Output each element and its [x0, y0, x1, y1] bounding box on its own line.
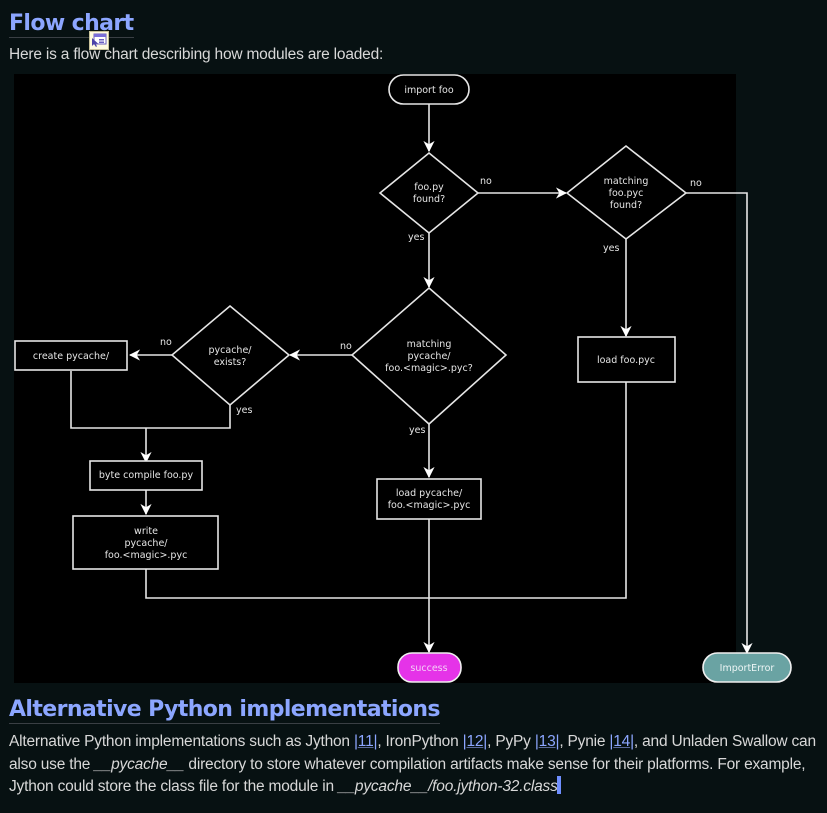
footnote-14-text[interactable]: 14	[613, 733, 631, 750]
label-foopy-1: foo.py	[414, 182, 444, 193]
label-exists-2: exists?	[214, 357, 247, 368]
edge-label-matching-yes: yes	[409, 425, 425, 436]
text-segment: , PyPy	[487, 733, 535, 750]
footnote-11-text[interactable]: 11	[357, 733, 374, 750]
text-selection-caret	[556, 776, 561, 794]
node-write-pycache	[72, 515, 219, 570]
edge-label-exists-yes: yes	[236, 405, 252, 416]
node-pycache-exists	[170, 304, 291, 407]
label-matching-1: matching	[407, 339, 452, 350]
node-success	[397, 652, 462, 683]
node-foopy-found	[378, 151, 480, 235]
drag-cursor-icon	[89, 31, 109, 50]
ref-bar: |	[483, 733, 488, 750]
label-load-pycache-2: foo.<magic>.pyc	[388, 500, 471, 511]
node-matching-pycache	[350, 286, 508, 426]
footnote-link-11[interactable]: 11	[358, 733, 374, 750]
node-load-pycache	[376, 478, 482, 520]
heading-flow-chart[interactable]: Flow chart	[9, 11, 134, 38]
footnote-link-12[interactable]: 12	[466, 733, 483, 750]
text-segment: Alternative Python implementations such …	[9, 733, 354, 750]
pycache-dir-name: __pycache__	[94, 755, 185, 773]
label-byte-compile: byte compile foo.py	[99, 470, 194, 481]
footnote-12-text[interactable]: 12	[466, 733, 484, 750]
label-write-2: pycache/	[125, 538, 169, 549]
label-success: success	[410, 663, 447, 674]
edge-merge	[70, 371, 231, 429]
footnote-link-13[interactable]: 13	[539, 733, 556, 750]
text-segment: , IronPython	[377, 733, 463, 750]
label-import-foo: import foo	[404, 85, 454, 96]
label-foopyc-3: found?	[610, 200, 642, 211]
ref-bar: |	[373, 733, 378, 750]
label-matching-3: foo.<magic>.pyc?	[385, 363, 473, 374]
edge-label-matching-no: no	[340, 341, 352, 352]
ref-bar: |	[630, 733, 634, 750]
node-foopyc-found	[565, 144, 688, 241]
text-segment: directory to store whatever compilation …	[9, 755, 806, 796]
ref-bar: |	[353, 733, 358, 750]
ref-bar: |	[609, 733, 614, 750]
ref-bar: |	[555, 733, 560, 750]
edge-foopyc-no	[686, 192, 753, 655]
footnote-13-text[interactable]: 13	[538, 733, 556, 750]
text-segment: , and Unladen Swallow can also use the	[9, 733, 816, 773]
edge-write-to-join	[145, 382, 627, 599]
ref-bar: |	[534, 733, 539, 750]
label-write-3: foo.<magic>.pyc	[105, 550, 188, 561]
label-create-pycache: create pycache/	[33, 351, 110, 362]
intro-text: Here is a flow chart describing how modu…	[9, 46, 384, 63]
jython-class-path: __pycache__/foo.jython-32.class	[338, 778, 558, 795]
node-load-foopyc	[577, 336, 676, 383]
heading-alternative-python[interactable]: Alternative Python implementations	[9, 697, 441, 724]
footnote-link-14[interactable]: 14	[613, 733, 630, 750]
label-load-foopyc: load foo.pyc	[597, 355, 655, 366]
label-matching-2: pycache/	[408, 351, 452, 362]
text-segment: , Pynie	[559, 733, 610, 750]
edge-label-foopy-no: no	[480, 176, 492, 187]
label-exists-1: pycache/	[209, 345, 253, 356]
edge-label-foopyc-yes: yes	[603, 243, 619, 254]
edge-label-foopyc-no: no	[690, 178, 702, 189]
ref-bar: |	[462, 733, 467, 750]
node-create-pycache	[14, 340, 128, 371]
edge-label-foopy-yes: yes	[408, 232, 424, 243]
label-foopy-2: found?	[413, 194, 445, 205]
node-import-error	[702, 652, 792, 683]
node-byte-compile	[89, 460, 203, 491]
label-load-pycache-1: load pycache/	[396, 488, 463, 499]
node-import-foo	[388, 74, 470, 105]
alternative-implementations-paragraph: Alternative Python implementations such …	[9, 731, 821, 799]
edge-label-exists-no: no	[160, 337, 172, 348]
label-foopyc-1: matching	[604, 176, 649, 187]
label-import-error: ImportError	[720, 663, 775, 674]
label-write-1: write	[134, 526, 158, 537]
label-foopyc-2: foo.pyc	[609, 188, 644, 199]
